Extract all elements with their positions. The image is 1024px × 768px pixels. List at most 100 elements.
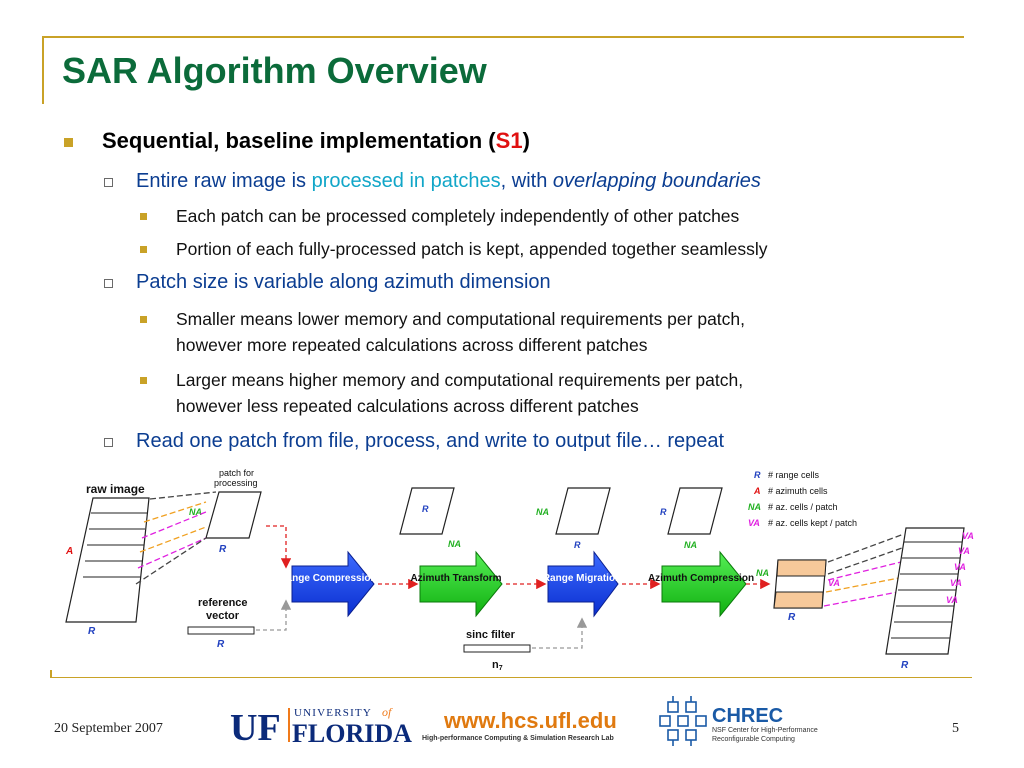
stage-range-migration-arrow [547, 550, 619, 618]
footer-rule [50, 677, 972, 678]
final-va-3: VA [954, 562, 966, 572]
legend-na-key: NA [748, 502, 761, 512]
chrec-title: CHREC [712, 705, 783, 727]
patch-label-line2: processing [214, 478, 258, 488]
output-na-label: NA [756, 568, 769, 578]
stage-range-migration-label: Range Migration [543, 573, 621, 584]
chrec-sub1: NSF Center for High-Performance [712, 727, 818, 734]
uf-florida: FLORIDA [292, 719, 412, 748]
raw-a-label: A [65, 546, 73, 557]
footer-logos: UF UNIVERSITY of FLORIDA www.hcs.ufl.edu… [230, 696, 818, 749]
highlight-s1: S1 [495, 128, 523, 153]
square-bullet-icon [140, 246, 147, 253]
stage-azimuth-compression-label: Azimuth Compression [648, 573, 754, 584]
after-rc-na-label: NA [448, 539, 461, 549]
bullet-close: ) [522, 128, 530, 153]
frame-left-line [42, 36, 44, 104]
chrec-grid-icon [659, 696, 707, 746]
output-va-label: VA [828, 578, 840, 588]
uf-mark: UF [230, 707, 281, 749]
final-va-1: VA [962, 531, 974, 541]
final-va-4: VA [950, 578, 962, 588]
uf-university: UNIVERSITY [294, 707, 372, 719]
legend: R # range cells A # azimuth cells NA # a… [748, 470, 857, 528]
final-va-5: VA [946, 595, 958, 605]
after-at-na-label: NA [536, 507, 549, 517]
sub2-item1-line1: Smaller means lower memory and computati… [176, 309, 746, 329]
reference-vector-bar [187, 626, 255, 635]
sub1-text-c: , with [500, 170, 553, 192]
sub1-text-d: overlapping boundaries [552, 170, 761, 192]
bullet-text: Sequential, baseline implementation ( [102, 128, 496, 153]
legend-r-key: R [754, 470, 761, 480]
sinc-filter-label: sinc filter [466, 629, 516, 641]
raw-to-patch-lines [135, 491, 217, 585]
sub2-item2-line2: however less repeated calculations acros… [176, 396, 639, 416]
reference-vector-line1: reference [198, 597, 248, 609]
after-rm-na-label: NA [684, 540, 697, 550]
stage-range-compression-label: Range Compression [279, 573, 376, 584]
n-letter: n [492, 659, 499, 671]
sub2-item1-line2: however more repeated calculations acros… [176, 335, 648, 355]
page-number: 5 [952, 721, 959, 736]
square-bullet-icon [140, 316, 147, 323]
stage-azimuth-transform-label: Azimuth Transform [410, 573, 501, 584]
legend-a-key: A [753, 486, 761, 496]
legend-a-text: # azimuth cells [768, 486, 828, 496]
reference-to-stage-arrow [256, 599, 292, 631]
legend-na-text: # az. cells / patch [768, 502, 838, 512]
output-r-label: R [788, 612, 796, 623]
hollow-square-bullet-icon [104, 279, 113, 288]
sar-pipeline-diagram: raw image A R patch for processing NA R … [65, 468, 974, 672]
after-at-r-label: R [574, 540, 581, 550]
final-image-stack [885, 527, 965, 655]
after-range-migration-patch [667, 487, 723, 535]
n-subscript: 7 [499, 665, 503, 672]
sub1-text-a: Entire raw image is [136, 170, 312, 192]
legend-va-key: VA [748, 518, 760, 528]
chrec-sub2: Reconfigurable Computing [712, 736, 795, 743]
hcs-url: www.hcs.ufl.edu [443, 708, 617, 733]
hcs-sub: High-performance Computing & Simulation … [422, 735, 614, 742]
output-to-final-lines [823, 533, 905, 607]
after-range-compression-patch [399, 487, 455, 535]
square-bullet-icon [140, 377, 147, 384]
patch-label-line1: patch for [219, 468, 254, 478]
reference-vector-line2: vector [206, 610, 240, 622]
raw-image-label: raw image [86, 482, 145, 496]
footer-date: 20 September 2007 [54, 721, 163, 736]
reference-vector-r: R [217, 639, 225, 650]
sinc-to-stage-arrow [532, 617, 588, 649]
uf-logo: UF UNIVERSITY of FLORIDA [230, 705, 412, 749]
raw-r-label: R [88, 626, 96, 637]
output-patch [773, 559, 827, 609]
chrec-logo: CHREC NSF Center for High-Performance Re… [659, 696, 818, 746]
sub1-text-b: processed in patches [311, 170, 501, 192]
final-va-2: VA [958, 546, 970, 556]
after-azimuth-transform-patch [555, 487, 611, 535]
final-r-label: R [901, 660, 909, 671]
patch-parallelogram [205, 491, 262, 539]
sinc-filter-n: n7 [492, 659, 503, 672]
slide-title: SAR Algorithm Overview [62, 50, 487, 91]
raw-image-stack [65, 497, 150, 623]
sinc-filter-bar [463, 644, 531, 653]
legend-r-text: # range cells [768, 470, 820, 480]
legend-va-text: # az. cells kept / patch [768, 518, 857, 528]
footer-tick [50, 670, 52, 678]
after-rm-r-label: R [660, 507, 667, 517]
patch-to-stage-arrow [266, 525, 292, 569]
hollow-square-bullet-icon [104, 178, 113, 187]
sub2-item2-line1: Larger means higher memory and computati… [176, 370, 744, 390]
patch-na-label: NA [189, 507, 202, 517]
hollow-square-bullet-icon [104, 438, 113, 447]
stage-range-compression-arrow [291, 550, 375, 618]
final-va-labels: VA VA VA VA VA [946, 531, 974, 605]
stage-azimuth-compression-arrow [661, 550, 747, 618]
after-rc-r-label: R [422, 504, 429, 514]
square-bullet-icon [140, 213, 147, 220]
square-bullet-icon [64, 138, 73, 147]
uf-of: of [382, 705, 393, 719]
patch-r-label: R [219, 544, 227, 555]
frame-top-line [42, 36, 964, 38]
